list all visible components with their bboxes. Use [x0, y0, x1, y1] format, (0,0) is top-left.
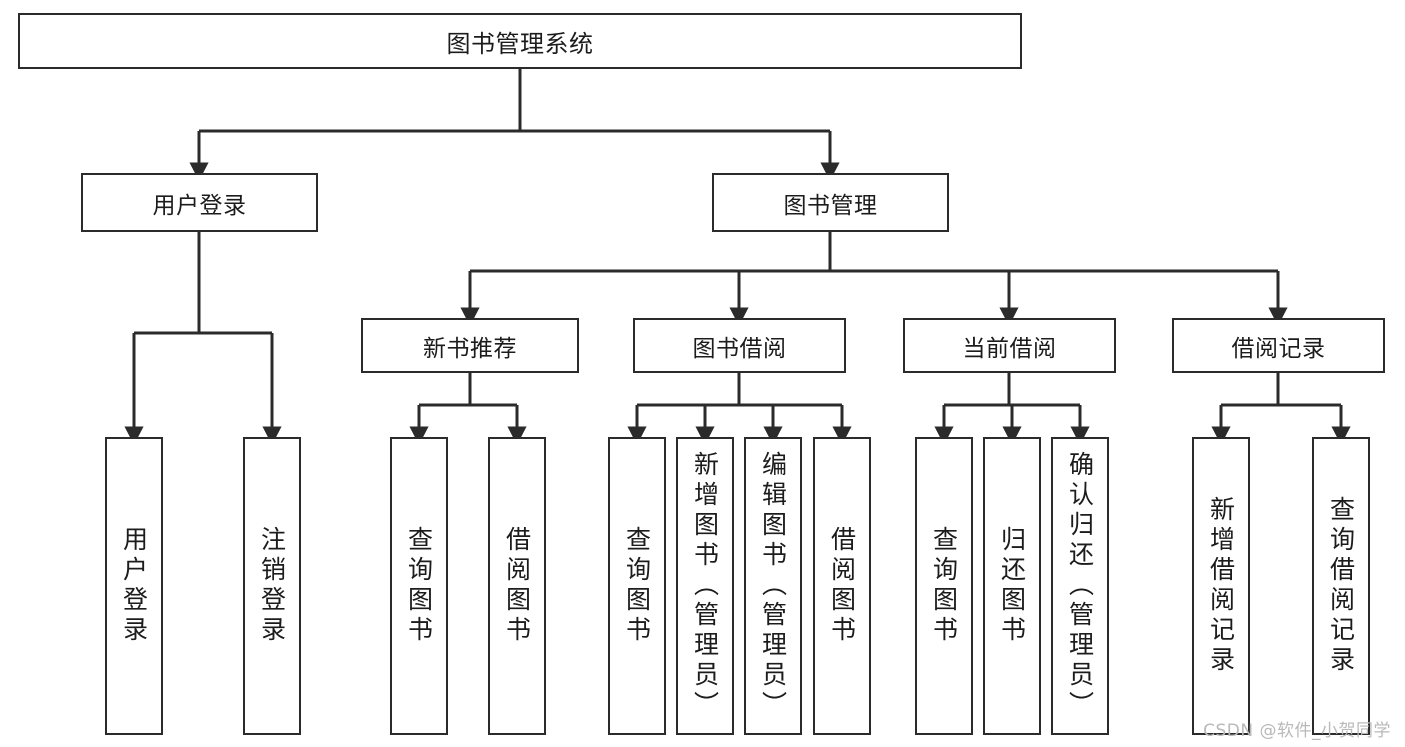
node-leaf-query-book-2-label: 查询图书: [622, 526, 652, 646]
node-root-label: 图书管理系统: [446, 29, 594, 58]
node-leaf-query-record-label: 查询借阅记录: [1326, 496, 1356, 676]
node-leaf-borrow-book-1[interactable]: 借阅图书: [488, 437, 546, 735]
node-leaf-confirm-return[interactable]: 确认归还（管理员）: [1051, 437, 1109, 735]
node-user-login[interactable]: 用户登录: [81, 173, 318, 232]
node-leaf-confirm-return-label: 确认归还（管理员）: [1065, 451, 1095, 721]
node-current-borrow-label: 当前借阅: [962, 335, 1057, 362]
node-root[interactable]: 图书管理系统: [18, 13, 1022, 69]
node-leaf-user-login[interactable]: 用户登录: [105, 437, 163, 735]
node-leaf-query-record[interactable]: 查询借阅记录: [1312, 437, 1370, 735]
node-leaf-add-book-label: 新增图书（管理员）: [690, 451, 720, 721]
node-new-book-rec[interactable]: 新书推荐: [361, 318, 579, 373]
node-leaf-query-book-1-label: 查询图书: [404, 526, 434, 646]
node-leaf-add-book[interactable]: 新增图书（管理员）: [676, 437, 734, 735]
node-leaf-add-record-label: 新增借阅记录: [1206, 496, 1236, 676]
node-leaf-query-book-1[interactable]: 查询图书: [390, 437, 448, 735]
node-book-borrow-label: 图书借阅: [692, 335, 787, 362]
node-leaf-edit-book-label: 编辑图书（管理员）: [758, 451, 788, 721]
node-leaf-query-book-3[interactable]: 查询图书: [915, 437, 973, 735]
node-current-borrow[interactable]: 当前借阅: [903, 318, 1116, 373]
node-leaf-edit-book[interactable]: 编辑图书（管理员）: [744, 437, 802, 735]
node-user-login-label: 用户登录: [152, 192, 247, 219]
node-leaf-borrow-book-1-label: 借阅图书: [502, 526, 532, 646]
node-leaf-query-book-3-label: 查询图书: [929, 526, 959, 646]
node-leaf-add-record[interactable]: 新增借阅记录: [1192, 437, 1250, 735]
node-leaf-return-book[interactable]: 归还图书: [983, 437, 1041, 735]
node-borrow-record[interactable]: 借阅记录: [1172, 318, 1385, 373]
node-book-borrow[interactable]: 图书借阅: [633, 318, 846, 373]
node-leaf-logout[interactable]: 注销登录: [243, 437, 301, 735]
node-leaf-logout-label: 注销登录: [257, 526, 287, 646]
node-book-manage[interactable]: 图书管理: [712, 173, 949, 232]
node-leaf-return-book-label: 归还图书: [997, 526, 1027, 646]
node-book-manage-label: 图书管理: [783, 192, 878, 219]
node-leaf-user-login-label: 用户登录: [119, 526, 149, 646]
node-new-book-rec-label: 新书推荐: [423, 335, 517, 362]
node-leaf-borrow-book-2[interactable]: 借阅图书: [813, 437, 871, 735]
node-leaf-query-book-2[interactable]: 查询图书: [608, 437, 666, 735]
node-leaf-borrow-book-2-label: 借阅图书: [827, 526, 857, 646]
node-borrow-record-label: 借阅记录: [1231, 335, 1326, 362]
